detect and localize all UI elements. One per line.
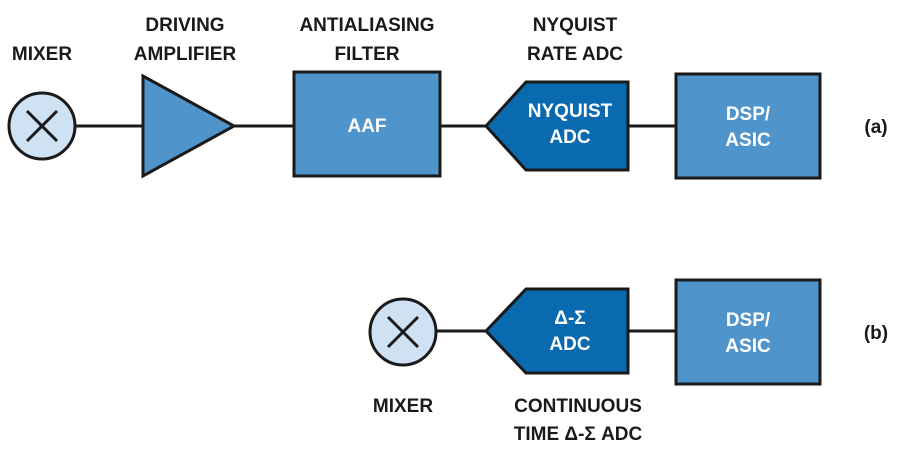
row-b-tag: (b) [864,323,888,344]
mixer-a-cross-2 [25,109,59,143]
row-a: MIXER DRIVING AMPLIFIER AAF ANTIALIASING… [7,15,888,180]
mixer-b-label: MIXER [373,396,433,417]
amplifier-label-line-1: DRIVING [145,15,224,36]
amplifier-label-line-2: AMPLIFIER [134,44,237,65]
dsp-a-text-line-2: ASIC [725,130,771,151]
delta-sigma-text-line-1: Δ-Σ [554,308,585,329]
mixer-b-cross-2 [386,315,420,349]
mixer-a [7,91,77,161]
aaf-block-text: AAF [347,116,386,137]
filter-label-line-1: ANTIALIASING [299,15,434,36]
dsp-b-text-line-1: DSP/ [726,310,771,331]
delta-sigma-label-line-1: CONTINUOUS [514,396,642,417]
aaf-block [292,70,442,178]
mixer-b [368,297,438,367]
dsp-asic-block-a [674,72,822,180]
row-b: MIXER Δ-Σ ADC CONTINUOUS TIME Δ-Σ ADC DS… [368,278,888,445]
nyquist-adc-text-line-2: ADC [549,127,590,148]
dsp-b-text-line-2: ASIC [725,336,771,357]
adc-label-line-2: RATE ADC [527,44,623,65]
dsp-a-text-line-1: DSP/ [726,104,771,125]
row-a-tag: (a) [864,117,887,138]
dsp-asic-block-b [674,278,822,386]
driving-amplifier-triangle [141,73,238,179]
nyquist-adc-block [483,80,630,172]
delta-sigma-label-line-2: TIME Δ-Σ ADC [514,424,643,445]
adc-label-line-1: NYQUIST [533,15,618,36]
mixer-a-label: MIXER [12,44,72,65]
delta-sigma-adc-block [483,287,630,375]
delta-sigma-text-line-2: ADC [549,334,590,355]
nyquist-adc-text-line-1: NYQUIST [528,101,613,122]
filter-label-line-2: FILTER [334,44,399,65]
